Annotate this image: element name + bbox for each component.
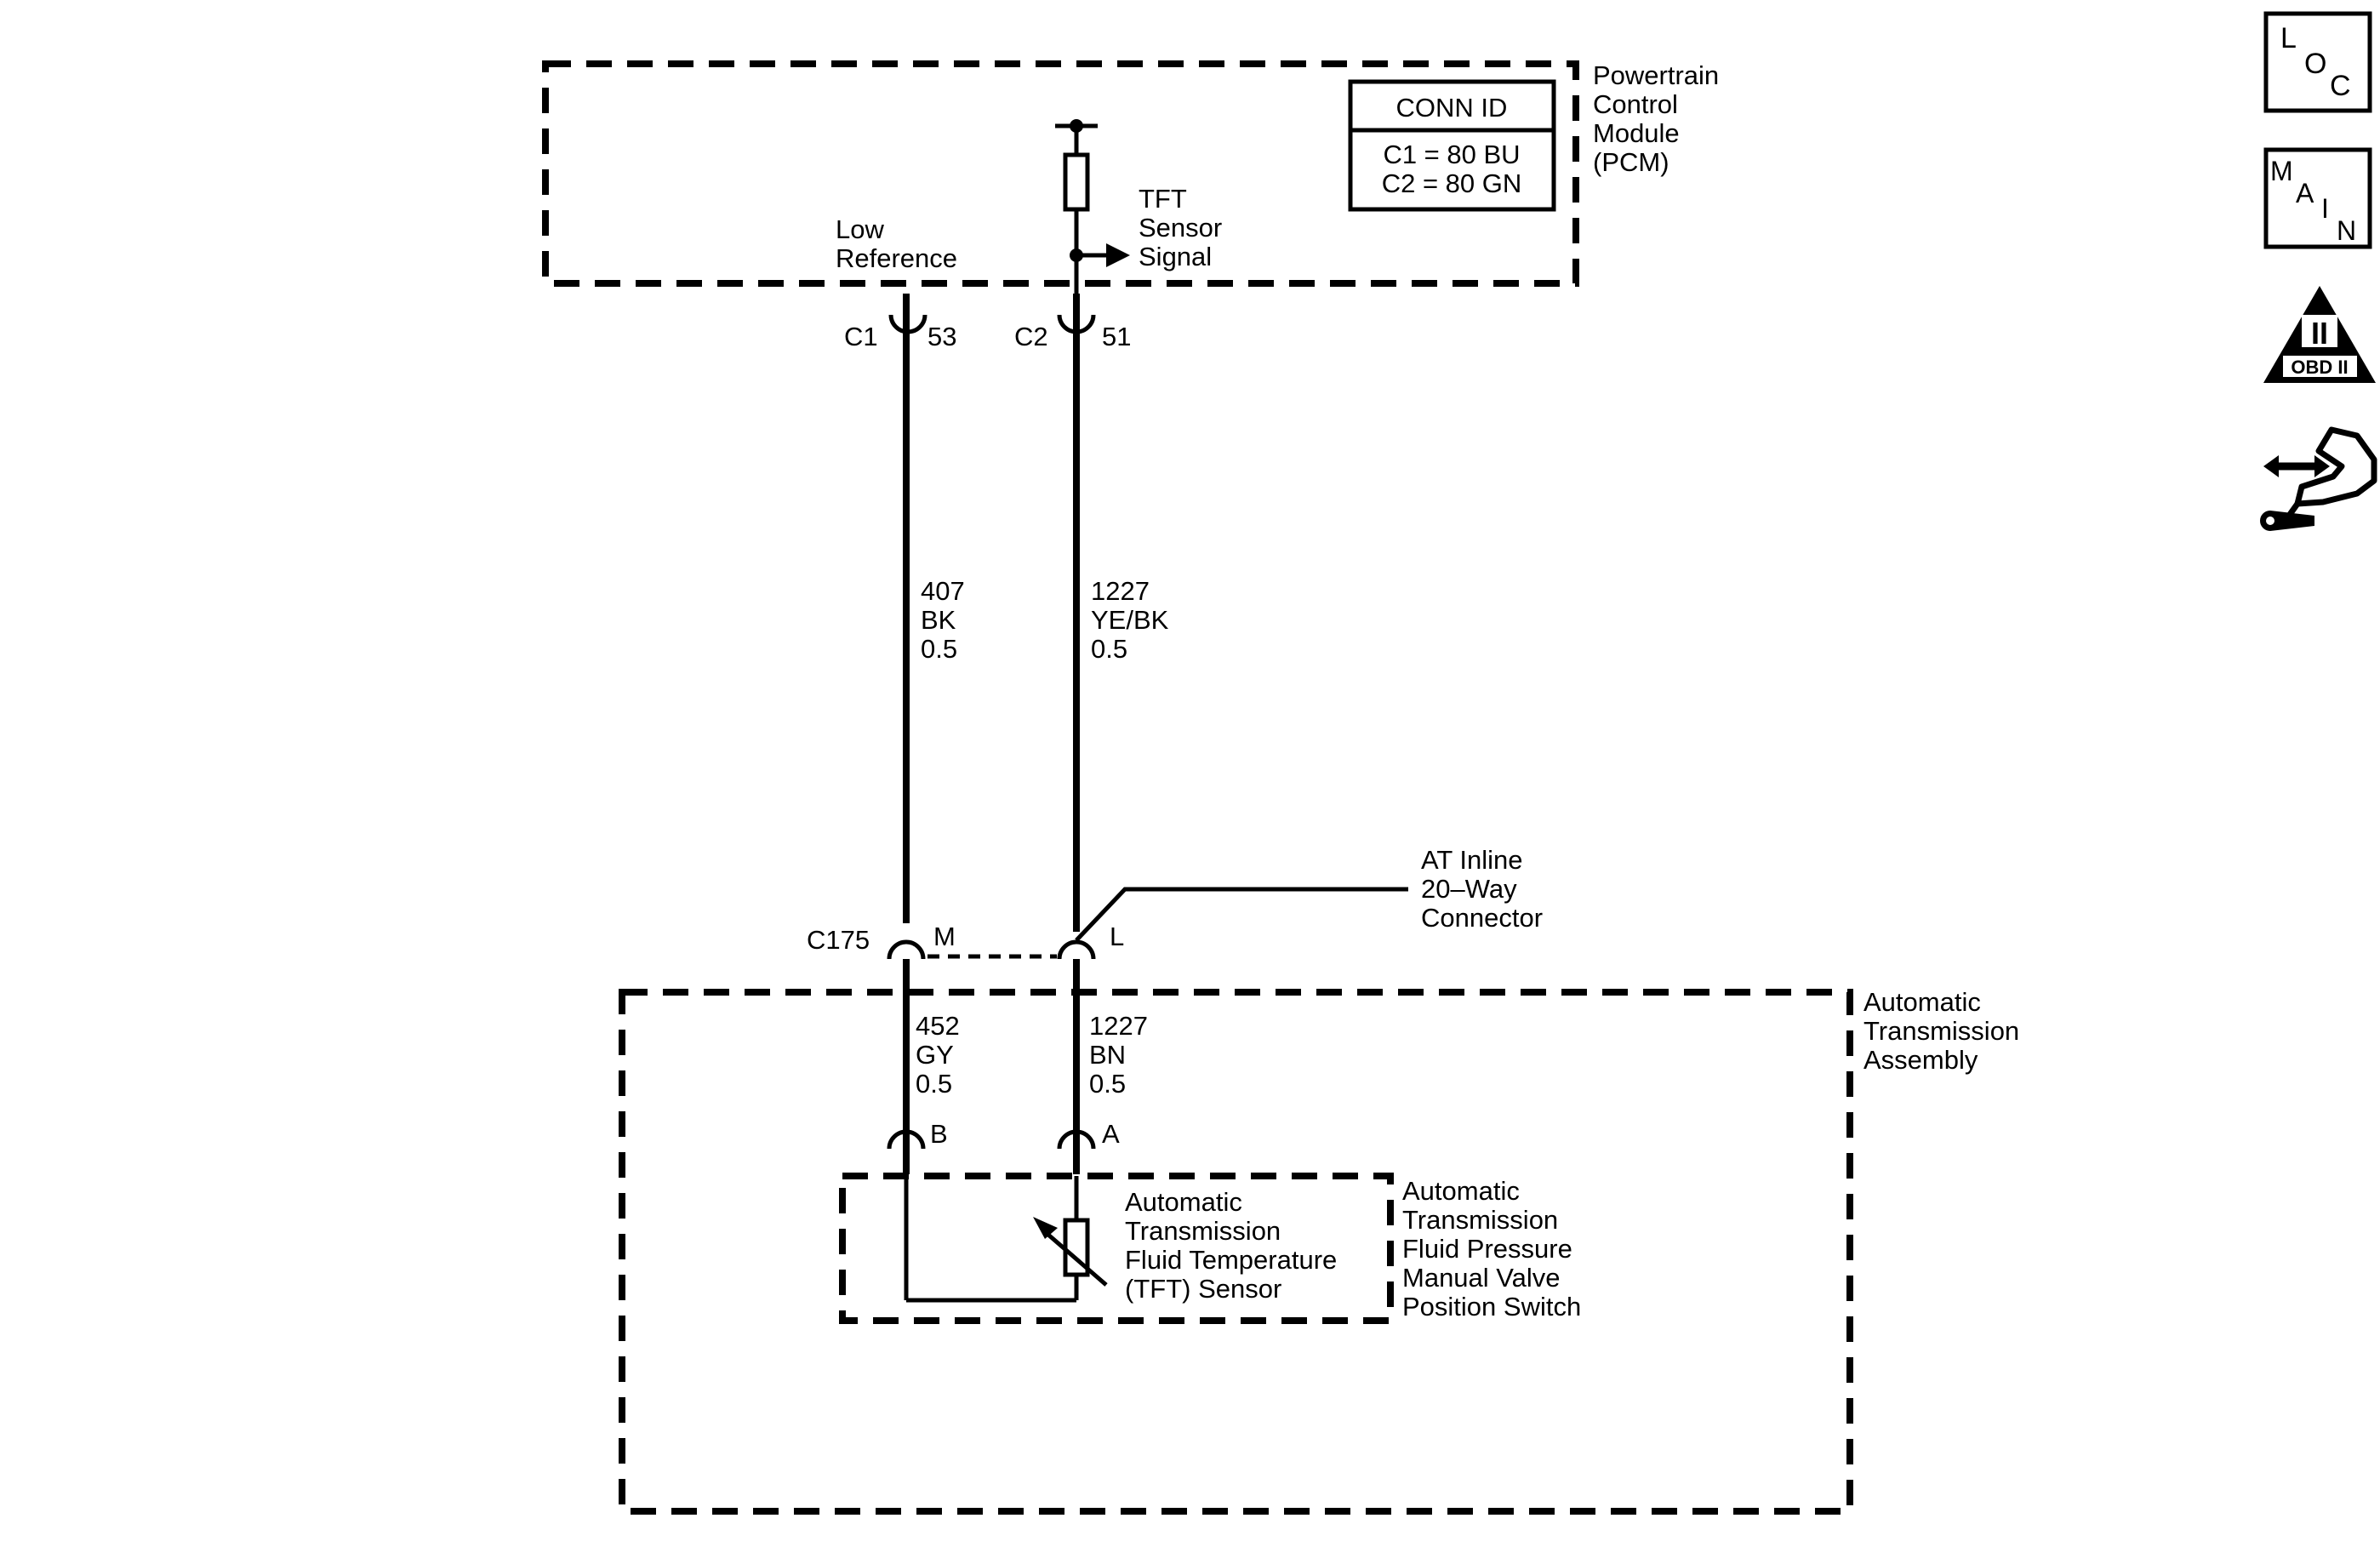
connector-b	[887, 1129, 926, 1174]
conn-id-c2: C2 = 80 GN	[1382, 168, 1522, 198]
svg-text:OBD II: OBD II	[2291, 357, 2348, 378]
pin-53: 53	[927, 322, 956, 351]
pin-l: L	[1110, 922, 1124, 951]
pin-c175: C175	[807, 925, 870, 955]
svg-text:II: II	[2311, 316, 2328, 351]
main-icon[interactable]: M A I N	[2263, 147, 2372, 249]
loc-icon[interactable]: L O C	[2263, 11, 2372, 113]
pin-c1: C1	[844, 322, 878, 351]
pin-m: M	[933, 922, 956, 951]
svg-text:L: L	[2280, 22, 2297, 54]
tft-sensor-signal-label: TFT Sensor Signal	[1139, 184, 1230, 271]
pressure-switch-box	[839, 1173, 1394, 1324]
svg-text:C: C	[2330, 70, 2351, 102]
pin-b: B	[930, 1119, 948, 1149]
connector-c2-51	[1057, 294, 1096, 932]
pin-51: 51	[1102, 322, 1131, 351]
connector-c1-53	[888, 294, 927, 923]
svg-text:O: O	[2304, 48, 2326, 80]
tft-sensor-thermistor	[904, 1176, 1108, 1303]
wire-452-label: 452 GY 0.5	[916, 1011, 967, 1099]
pcm-label: Powertrain Control Module (PCM)	[1593, 60, 1726, 177]
pcm-internal-circuit	[1055, 119, 1130, 306]
connector-a	[1057, 1129, 1096, 1174]
wire-1227-yebk-label: 1227 YE/BK 0.5	[1091, 576, 1176, 664]
low-reference-label: Low Reference	[836, 214, 957, 273]
conn-id-title: CONN ID	[1396, 93, 1508, 123]
wire-1227-bn-label: 1227 BN 0.5	[1089, 1011, 1156, 1099]
svg-text:I: I	[2321, 193, 2329, 224]
transmission-assembly-label: Automatic Transmission Assembly	[1863, 987, 2027, 1075]
diagnostic-hand-icon[interactable]	[2260, 426, 2377, 531]
conn-id-c1: C1 = 80 BU	[1383, 140, 1520, 169]
wire-407-label: 407 BK 0.5	[921, 576, 972, 664]
transmission-assembly-box	[619, 989, 1853, 1515]
pin-a: A	[1102, 1119, 1120, 1149]
svg-text:M: M	[2270, 156, 2293, 186]
pin-c2: C2	[1014, 322, 1048, 351]
inline-connector-leader	[1075, 887, 1408, 942]
svg-text:A: A	[2296, 178, 2314, 208]
obd-ii-icon[interactable]: II OBD II	[2263, 286, 2376, 383]
svg-text:N: N	[2337, 215, 2356, 246]
tft-sensor-label: Automatic Transmission Fluid Temperature…	[1125, 1187, 1344, 1304]
pcm-module-box	[542, 60, 1579, 287]
inline-connector-label: AT Inline 20–Way Connector	[1421, 845, 1543, 933]
conn-id-table: CONN ID C1 = 80 BU C2 = 80 GN	[1348, 79, 1556, 212]
pressure-switch-label: Automatic Transmission Fluid Pressure Ma…	[1402, 1176, 1581, 1321]
